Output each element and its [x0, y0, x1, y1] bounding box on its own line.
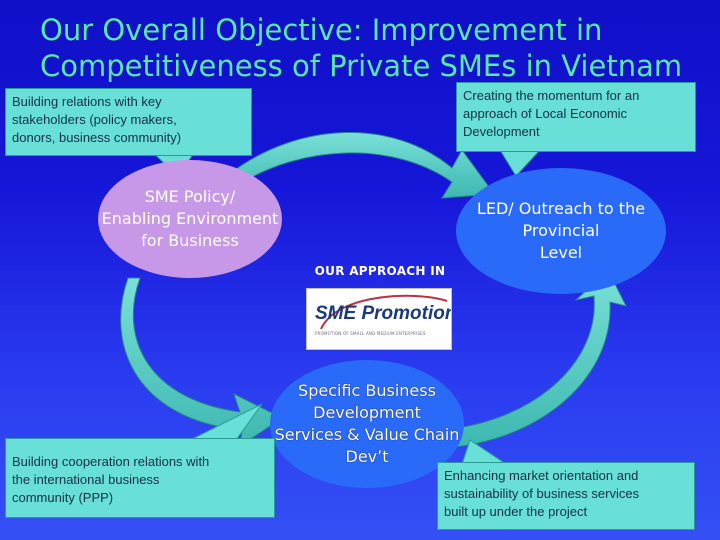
logo-wordmark: SME Promotion — [315, 303, 452, 324]
callout-cooperation: Building cooperation relations with the … — [5, 438, 275, 518]
node-policy-line-2: Enabling Environment — [101, 209, 279, 228]
arrow-policy-to-led — [231, 132, 495, 199]
node-policy-line-1: SME Policy/ — [144, 187, 236, 206]
approach-label: OUR APPROACH IN — [314, 264, 446, 278]
node-sme-policy: SME Policy/ Enabling Environment for Bus… — [98, 160, 282, 278]
callout-stakeholders-line-3: donors, business community) — [12, 130, 182, 145]
callout-coop-line-3: community (PPP) — [12, 490, 114, 505]
callout-local-line-2: approach of Local Economic — [463, 106, 628, 121]
node-services-line-1: Specific Business — [298, 381, 436, 400]
sme-promotion-logo: SME Promotion PROMOTION OF SMALL AND MED… — [306, 288, 452, 350]
logo-swoosh — [320, 294, 448, 330]
title-line-2: Competitiveness of Private SMEs in Vietn… — [40, 49, 683, 83]
title-line-1: Our Overall Objective: Improvement in — [40, 13, 603, 47]
node-policy-line-3: for Business — [141, 231, 239, 250]
node-services-line-4: Dev’t — [345, 447, 389, 466]
arrow-policy-to-services — [120, 277, 283, 448]
callout-market-line-1: Enhancing market orientation and — [444, 468, 639, 483]
callout-local-development: Creating the momentum for an approach of… — [456, 82, 696, 152]
node-services-line-2: Development — [313, 403, 421, 422]
logo-subtext: PROMOTION OF SMALL AND MEDIUM ENTERPRISE… — [315, 331, 426, 336]
node-led-line-3: Level — [539, 243, 583, 262]
page-title: Our Overall Objective: Improvement in Co… — [40, 12, 700, 84]
node-led-line-1: LED/ Outreach to the — [476, 199, 646, 218]
callout-coop-line-2: the international business — [12, 472, 160, 487]
callout-market-line-3: built up under the project — [444, 504, 588, 519]
callout-coop-line-1: Building cooperation relations with — [12, 454, 210, 469]
node-led-outreach: LED/ Outreach to the Provincial Level — [456, 168, 666, 294]
callout-stakeholders-line-1: Building relations with key — [12, 94, 162, 109]
callout-market-line-2: sustainability of business services — [444, 486, 640, 501]
callout-stakeholders-line-2: stakeholders (policy makers, — [12, 112, 177, 127]
callout-local-line-1: Creating the momentum for an — [463, 88, 640, 103]
node-services-line-3: Services & Value Chain — [274, 425, 460, 444]
callout-pointer-market — [461, 439, 508, 465]
node-led-line-2: Provincial — [522, 221, 600, 240]
callout-local-line-3: Development — [463, 124, 540, 139]
callout-market-orientation: Enhancing market orientation and sustain… — [437, 462, 695, 530]
node-business-services: Specific Business Development Services &… — [270, 360, 464, 488]
callout-stakeholders: Building relations with key stakeholders… — [5, 88, 252, 156]
